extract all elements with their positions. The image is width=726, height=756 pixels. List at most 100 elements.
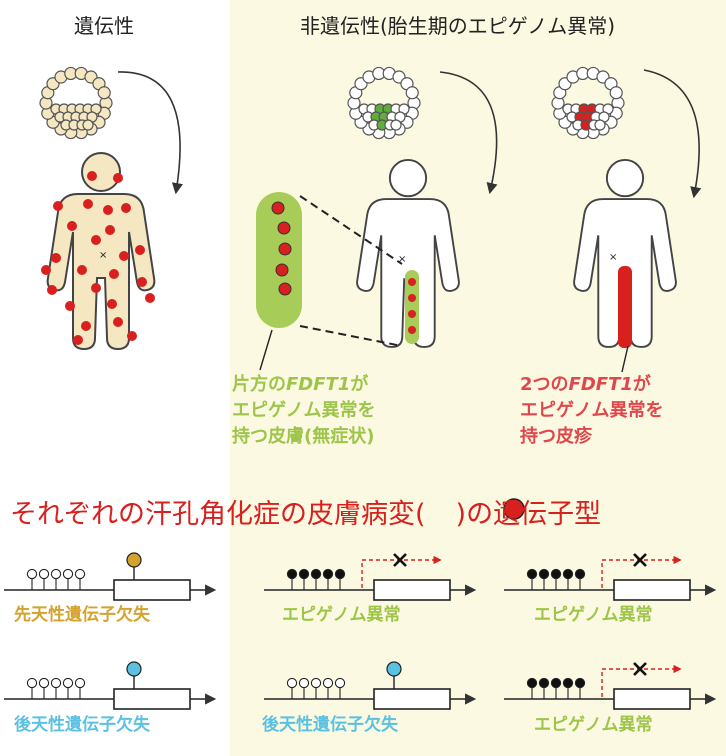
unmethylated-cpg bbox=[286, 677, 298, 689]
methylated-cpg bbox=[550, 568, 562, 580]
blastocyst-cell bbox=[97, 86, 111, 100]
blocked-transcription bbox=[601, 664, 682, 697]
svg-text:×: × bbox=[99, 250, 107, 261]
svg-text:×: × bbox=[609, 252, 617, 263]
red-lesion-strip bbox=[618, 266, 632, 348]
green-lesion-strip bbox=[405, 270, 419, 344]
lesion-dot bbox=[278, 282, 292, 296]
genotype-label-r2c3: エピゲノム異常 bbox=[534, 715, 653, 735]
gene-diagram bbox=[264, 661, 477, 710]
gene-box bbox=[373, 579, 451, 601]
blastocyst-cell bbox=[609, 86, 623, 100]
lesion-dot bbox=[113, 173, 123, 183]
unmethylated-cpg bbox=[74, 568, 86, 580]
lesion-dot bbox=[91, 283, 101, 293]
inner-cell bbox=[390, 119, 402, 131]
lesion-dot bbox=[87, 171, 97, 181]
headline-pre: それぞれの汗孔角化症の皮膚病変 bbox=[10, 499, 415, 530]
lesion-dot bbox=[278, 242, 292, 256]
unmethylated-cpg bbox=[310, 677, 322, 689]
gene-box bbox=[373, 688, 451, 710]
human-figure-inherited: × bbox=[41, 152, 156, 350]
inner-cell bbox=[594, 119, 606, 131]
gene-diagram bbox=[504, 662, 717, 710]
gene-box bbox=[613, 579, 691, 601]
svg-text:×: × bbox=[398, 254, 406, 265]
methylated-cpg bbox=[574, 677, 586, 689]
blocked-transcription bbox=[601, 555, 682, 588]
genotype-label-r1c2: エピゲノム異常 bbox=[282, 605, 401, 625]
lesion-dot bbox=[137, 277, 147, 287]
genotype-label-r1c1: 先天性遺伝子欠失 bbox=[14, 605, 150, 625]
methylated-cpg bbox=[334, 568, 346, 580]
lesion-dot bbox=[127, 331, 137, 341]
caption-red-gene: FDFT1 bbox=[568, 374, 633, 395]
blastocyst-green bbox=[347, 66, 421, 140]
gene-box bbox=[113, 579, 191, 601]
title-non-inherited: 非遺伝性(胎生期のエピゲノム異常) bbox=[300, 14, 616, 38]
unmethylated-cpg bbox=[38, 568, 50, 580]
zoom-green-lesion bbox=[256, 192, 403, 371]
unmethylated-cpg bbox=[50, 677, 62, 689]
lesion-dot bbox=[67, 221, 77, 231]
lesion-dot bbox=[135, 245, 145, 255]
non-inherited-panel-background bbox=[230, 0, 726, 756]
lesion-dot bbox=[121, 203, 131, 213]
unmethylated-cpg bbox=[298, 677, 310, 689]
lesion-dot bbox=[51, 253, 61, 263]
methylated-cpg bbox=[562, 677, 574, 689]
lesion-dot bbox=[105, 225, 115, 235]
gene-diagram bbox=[4, 661, 217, 710]
headline-close-paren: ) bbox=[455, 499, 467, 530]
lesion-dot bbox=[77, 265, 87, 275]
lesion-dot bbox=[408, 278, 416, 286]
caption-green-line1-post: が bbox=[350, 374, 369, 395]
methylated-cpg bbox=[574, 568, 586, 580]
caption-green-line2: エピゲノム異常を bbox=[232, 400, 376, 421]
caption-green-line3: 持つ皮膚(無症状) bbox=[232, 426, 375, 447]
lesion-dot bbox=[113, 317, 123, 327]
caption-red-line2: エピゲノム異常を bbox=[520, 400, 664, 421]
unmethylated-cpg bbox=[26, 677, 38, 689]
lesion-dot bbox=[408, 326, 416, 334]
lesion-dot bbox=[65, 301, 75, 311]
unmethylated-cpg bbox=[322, 677, 334, 689]
lesion-dot bbox=[277, 221, 291, 235]
genotype-label-r2c1: 後天性遺伝子欠失 bbox=[14, 715, 150, 735]
genotype-label-r1c3: エピゲノム異常 bbox=[534, 605, 653, 625]
genotype-label-r2c2: 後天性遺伝子欠失 bbox=[262, 715, 398, 735]
methylated-cpg bbox=[526, 677, 538, 689]
methylated-cpg bbox=[550, 677, 562, 689]
lesion-dot bbox=[81, 321, 91, 331]
lesion-dot bbox=[91, 235, 101, 245]
caption-red-line1-pre: 2つの bbox=[520, 374, 569, 395]
blastocyst-inherited bbox=[39, 66, 113, 140]
caption-red-line1-post: が bbox=[632, 374, 651, 395]
unmethylated-cpg bbox=[62, 568, 74, 580]
unmethylated-cpg bbox=[26, 568, 38, 580]
mutation-marker bbox=[126, 552, 142, 568]
methylated-cpg bbox=[562, 568, 574, 580]
genotype-diagrams bbox=[4, 552, 717, 710]
lesion-dot bbox=[145, 293, 155, 303]
caption-red: 2つのFDFT1が エピゲノム異常を 持つ皮疹 bbox=[520, 372, 663, 450]
methylated-cpg bbox=[286, 568, 298, 580]
gene-diagram bbox=[264, 553, 477, 601]
unmethylated-cpg bbox=[50, 568, 62, 580]
methylated-cpg bbox=[322, 568, 334, 580]
methylated-cpg bbox=[298, 568, 310, 580]
development-arrow-1 bbox=[117, 71, 183, 195]
lesion-dot bbox=[271, 201, 285, 215]
unmethylated-cpg bbox=[334, 677, 346, 689]
mutation-marker bbox=[386, 661, 402, 677]
methylated-cpg bbox=[310, 568, 322, 580]
lesion-dot bbox=[53, 201, 63, 211]
inner-cell bbox=[82, 119, 94, 131]
blastocyst-cell bbox=[405, 86, 419, 100]
methylated-cpg bbox=[538, 568, 550, 580]
lesion-dot bbox=[41, 265, 51, 275]
lesion-dot bbox=[275, 263, 289, 277]
development-arrow-3 bbox=[643, 69, 702, 199]
gene-box bbox=[113, 688, 191, 710]
